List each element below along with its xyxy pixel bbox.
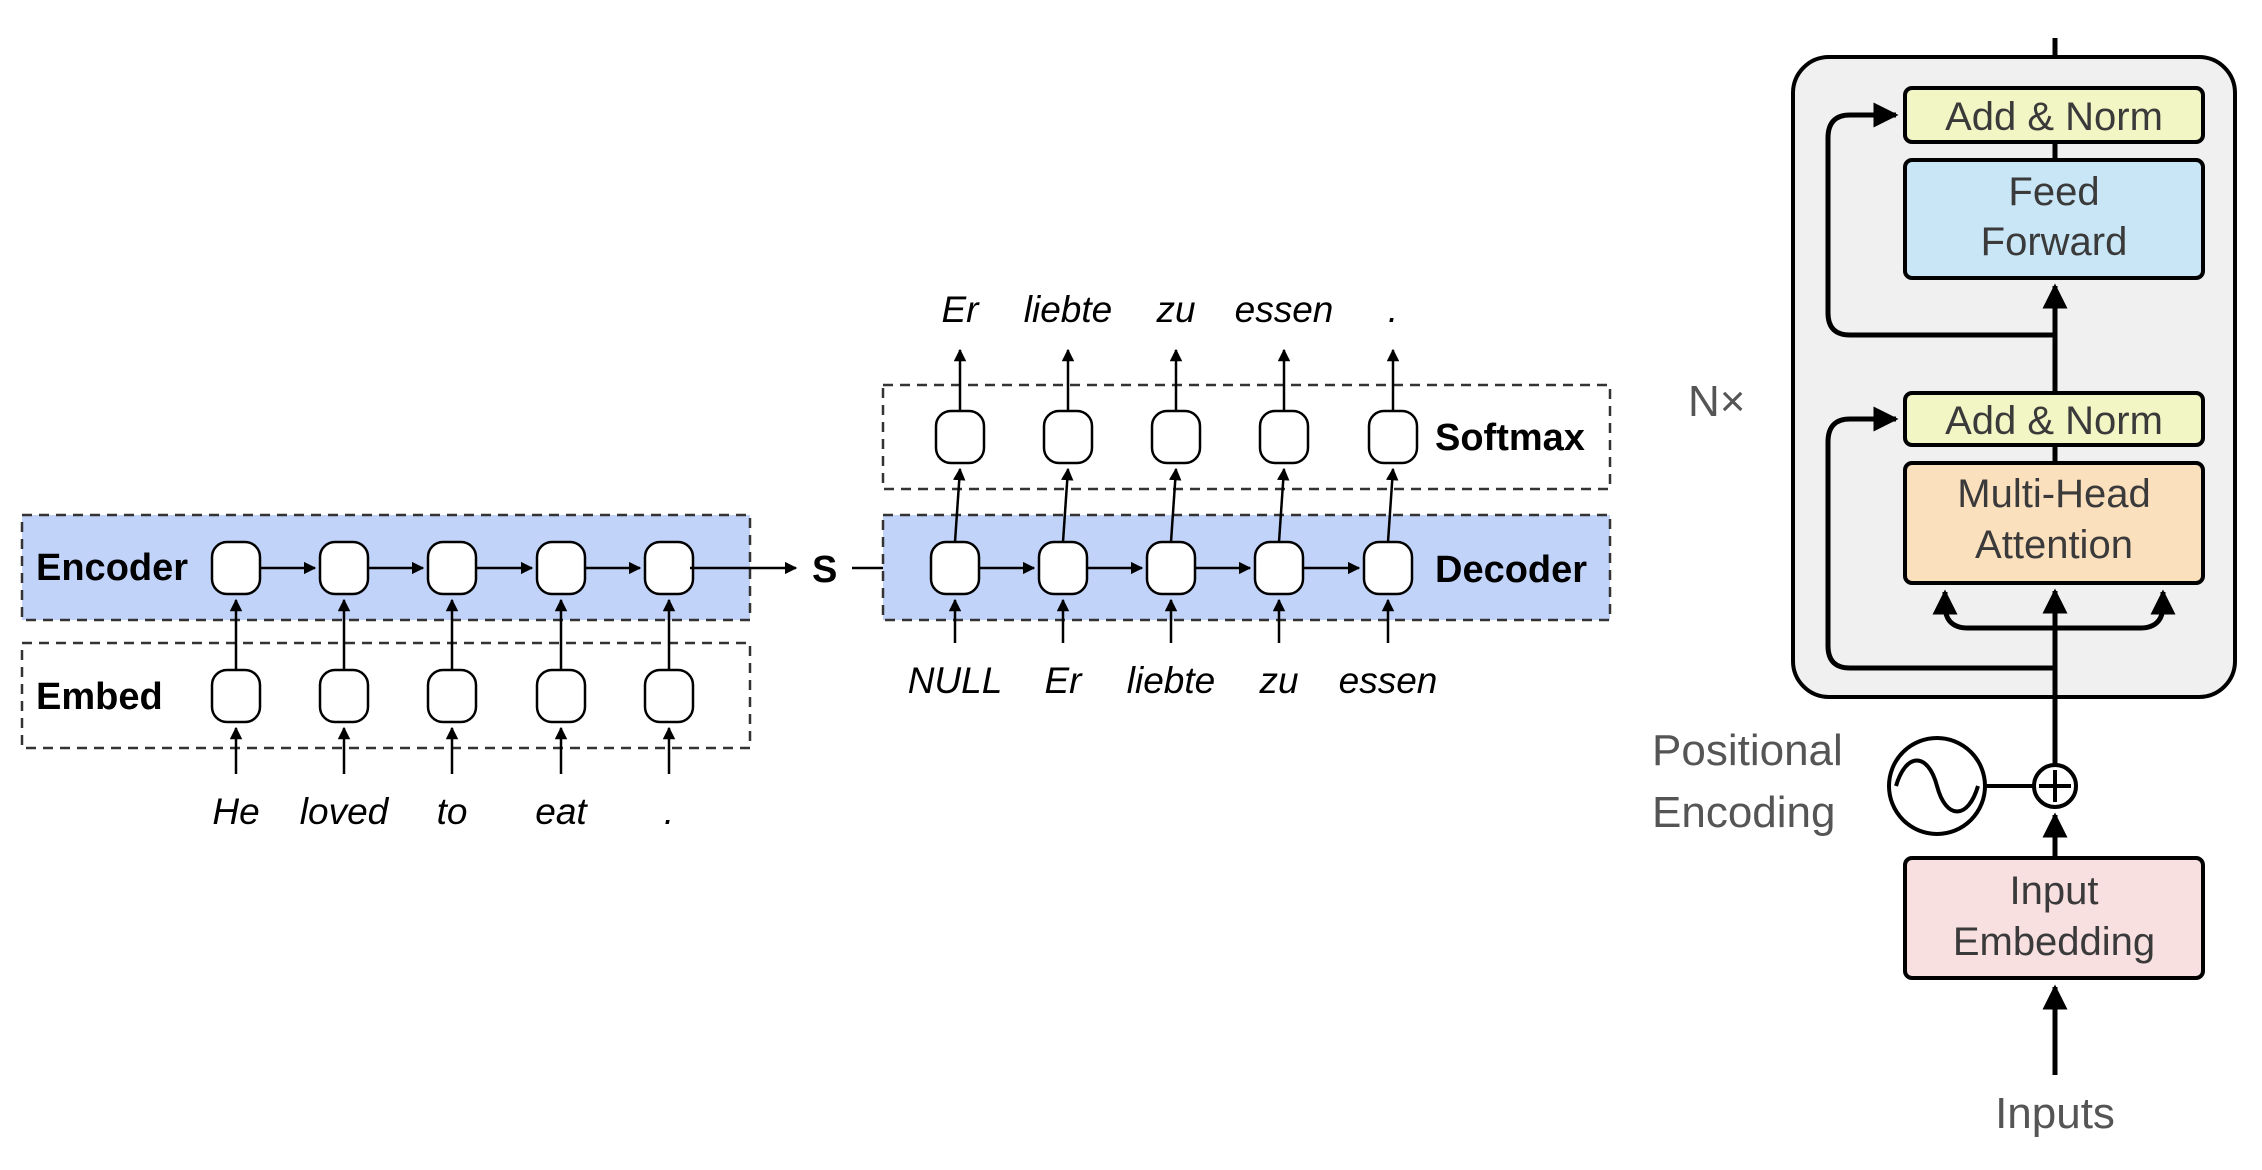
feed-forward-label-line1: Feed [2008, 170, 2099, 214]
decoder-cells [929, 348, 1419, 643]
decoder-output-word: zu [1155, 289, 1195, 330]
decoder-section: Softmax Decoder NULLErErliebteliebtezuzu… [881, 289, 1612, 701]
feed-forward-label-line2: Forward [1981, 220, 2128, 264]
embed-cell [318, 668, 370, 724]
embed-band [20, 641, 752, 750]
encoder-cell [210, 540, 262, 596]
softmax-label: Softmax [1435, 417, 1585, 459]
decoder-to-softmax-arrow [952, 467, 966, 543]
positional-encoding-line2: Encoding [1652, 788, 1835, 837]
decoder-cell [1145, 540, 1197, 596]
softmax-cell [1042, 409, 1094, 465]
decoder-input-word: NULL [908, 660, 1003, 701]
decoder-cell [1253, 540, 1305, 596]
decoder-input-word: essen [1339, 660, 1438, 701]
encoder-input-word: He [212, 791, 259, 832]
attn-right-input [2055, 589, 2176, 631]
decoder-to-softmax-arrow [1060, 467, 1074, 543]
attn-left-input [1932, 589, 2055, 631]
repeat-label: N× [1688, 377, 1745, 426]
encoder-layer-block [1791, 55, 2237, 699]
add-norm-bottom-label: Add & Norm [1945, 399, 2163, 443]
attention-label-line1: Multi-Head [1957, 472, 2150, 516]
encoder-cell [643, 540, 695, 596]
decoder-to-softmax-arrow [1385, 467, 1399, 543]
decoder-output-word: essen [1235, 289, 1334, 330]
decoder-output-word: . [1388, 289, 1398, 330]
encoder-cells [210, 540, 695, 774]
residual-attn-path [1825, 406, 2055, 671]
decoder-to-softmax-arrow [1276, 467, 1290, 543]
encoder-cell [318, 540, 370, 596]
decoder-input-word: zu [1258, 660, 1298, 701]
encoder-cell [535, 540, 587, 596]
encoder-label: Encoder [36, 547, 188, 589]
input-embedding-line1: Input [2010, 869, 2099, 913]
softmax-band [881, 383, 1612, 491]
embed-label: Embed [36, 676, 163, 718]
decoder-input-word: Er [1045, 660, 1084, 701]
attention-label-line2: Attention [1975, 523, 2133, 567]
decoder-output-word: liebte [1024, 289, 1112, 330]
embed-cell [643, 668, 695, 724]
decoder-cell [1362, 540, 1414, 596]
encoder-input-word: . [664, 791, 674, 832]
decoder-cell [1037, 540, 1089, 596]
input-embedding-box [1903, 856, 2205, 980]
embed-cell [210, 668, 262, 724]
residual-ff-path [1825, 102, 2055, 338]
encoder-cell [426, 540, 478, 596]
decoder-to-softmax-arrow [1168, 467, 1182, 543]
softmax-cell [1258, 409, 1310, 465]
decoder-cell [929, 540, 981, 596]
add-norm-top-label: Add & Norm [1945, 95, 2163, 139]
embed-cell [535, 668, 587, 724]
transformer-diagram: Add & Norm Feed Forward Add & Norm Multi… [1652, 38, 2237, 1138]
softmax-cell [1150, 409, 1202, 465]
encoder-input-word: to [437, 791, 468, 832]
state-label: S [812, 549, 837, 591]
decoder-label: Decoder [1435, 549, 1587, 591]
decoder-output-word: Er [942, 289, 981, 330]
inputs-label: Inputs [1995, 1089, 2115, 1138]
softmax-cell [1367, 409, 1419, 465]
input-embedding-line2: Embedding [1953, 920, 2155, 964]
softmax-cell [934, 409, 986, 465]
positional-encoding-line1: Positional [1652, 726, 1843, 775]
sine-wave-icon [1894, 758, 1980, 814]
decoder-input-word: liebte [1127, 660, 1215, 701]
embed-cell [426, 668, 478, 724]
encoder-input-word: eat [535, 791, 588, 832]
encoder-input-word: loved [300, 791, 390, 832]
